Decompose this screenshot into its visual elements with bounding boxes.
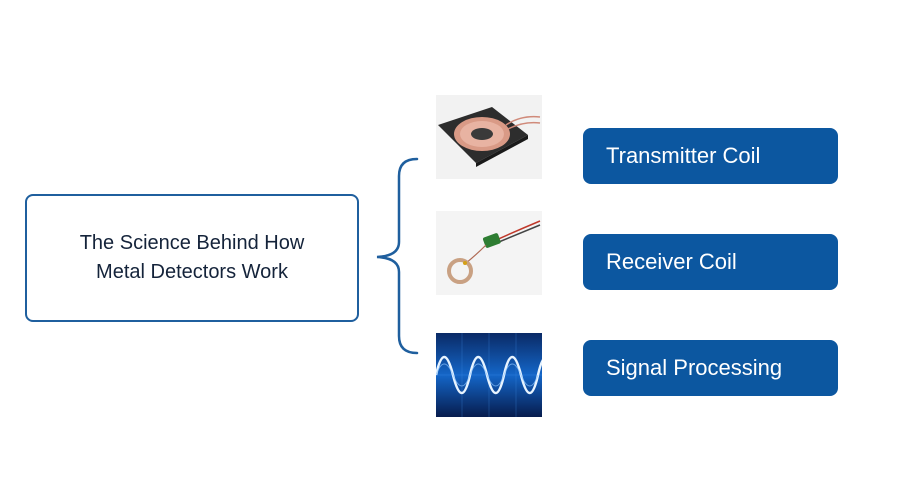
signal-processing-button[interactable]: Signal Processing [583,340,838,396]
receiver-coil-image [436,211,542,295]
central-topic-box: The Science Behind How Metal Detectors W… [25,194,359,322]
signal-processing-image [436,333,542,417]
transmitter-coil-button[interactable]: Transmitter Coil [583,128,838,184]
transmitter-coil-image [436,95,542,179]
curly-brace-connector [376,157,419,355]
receiver-coil-button[interactable]: Receiver Coil [583,234,838,290]
central-topic-title: The Science Behind How Metal Detectors W… [79,232,305,283]
